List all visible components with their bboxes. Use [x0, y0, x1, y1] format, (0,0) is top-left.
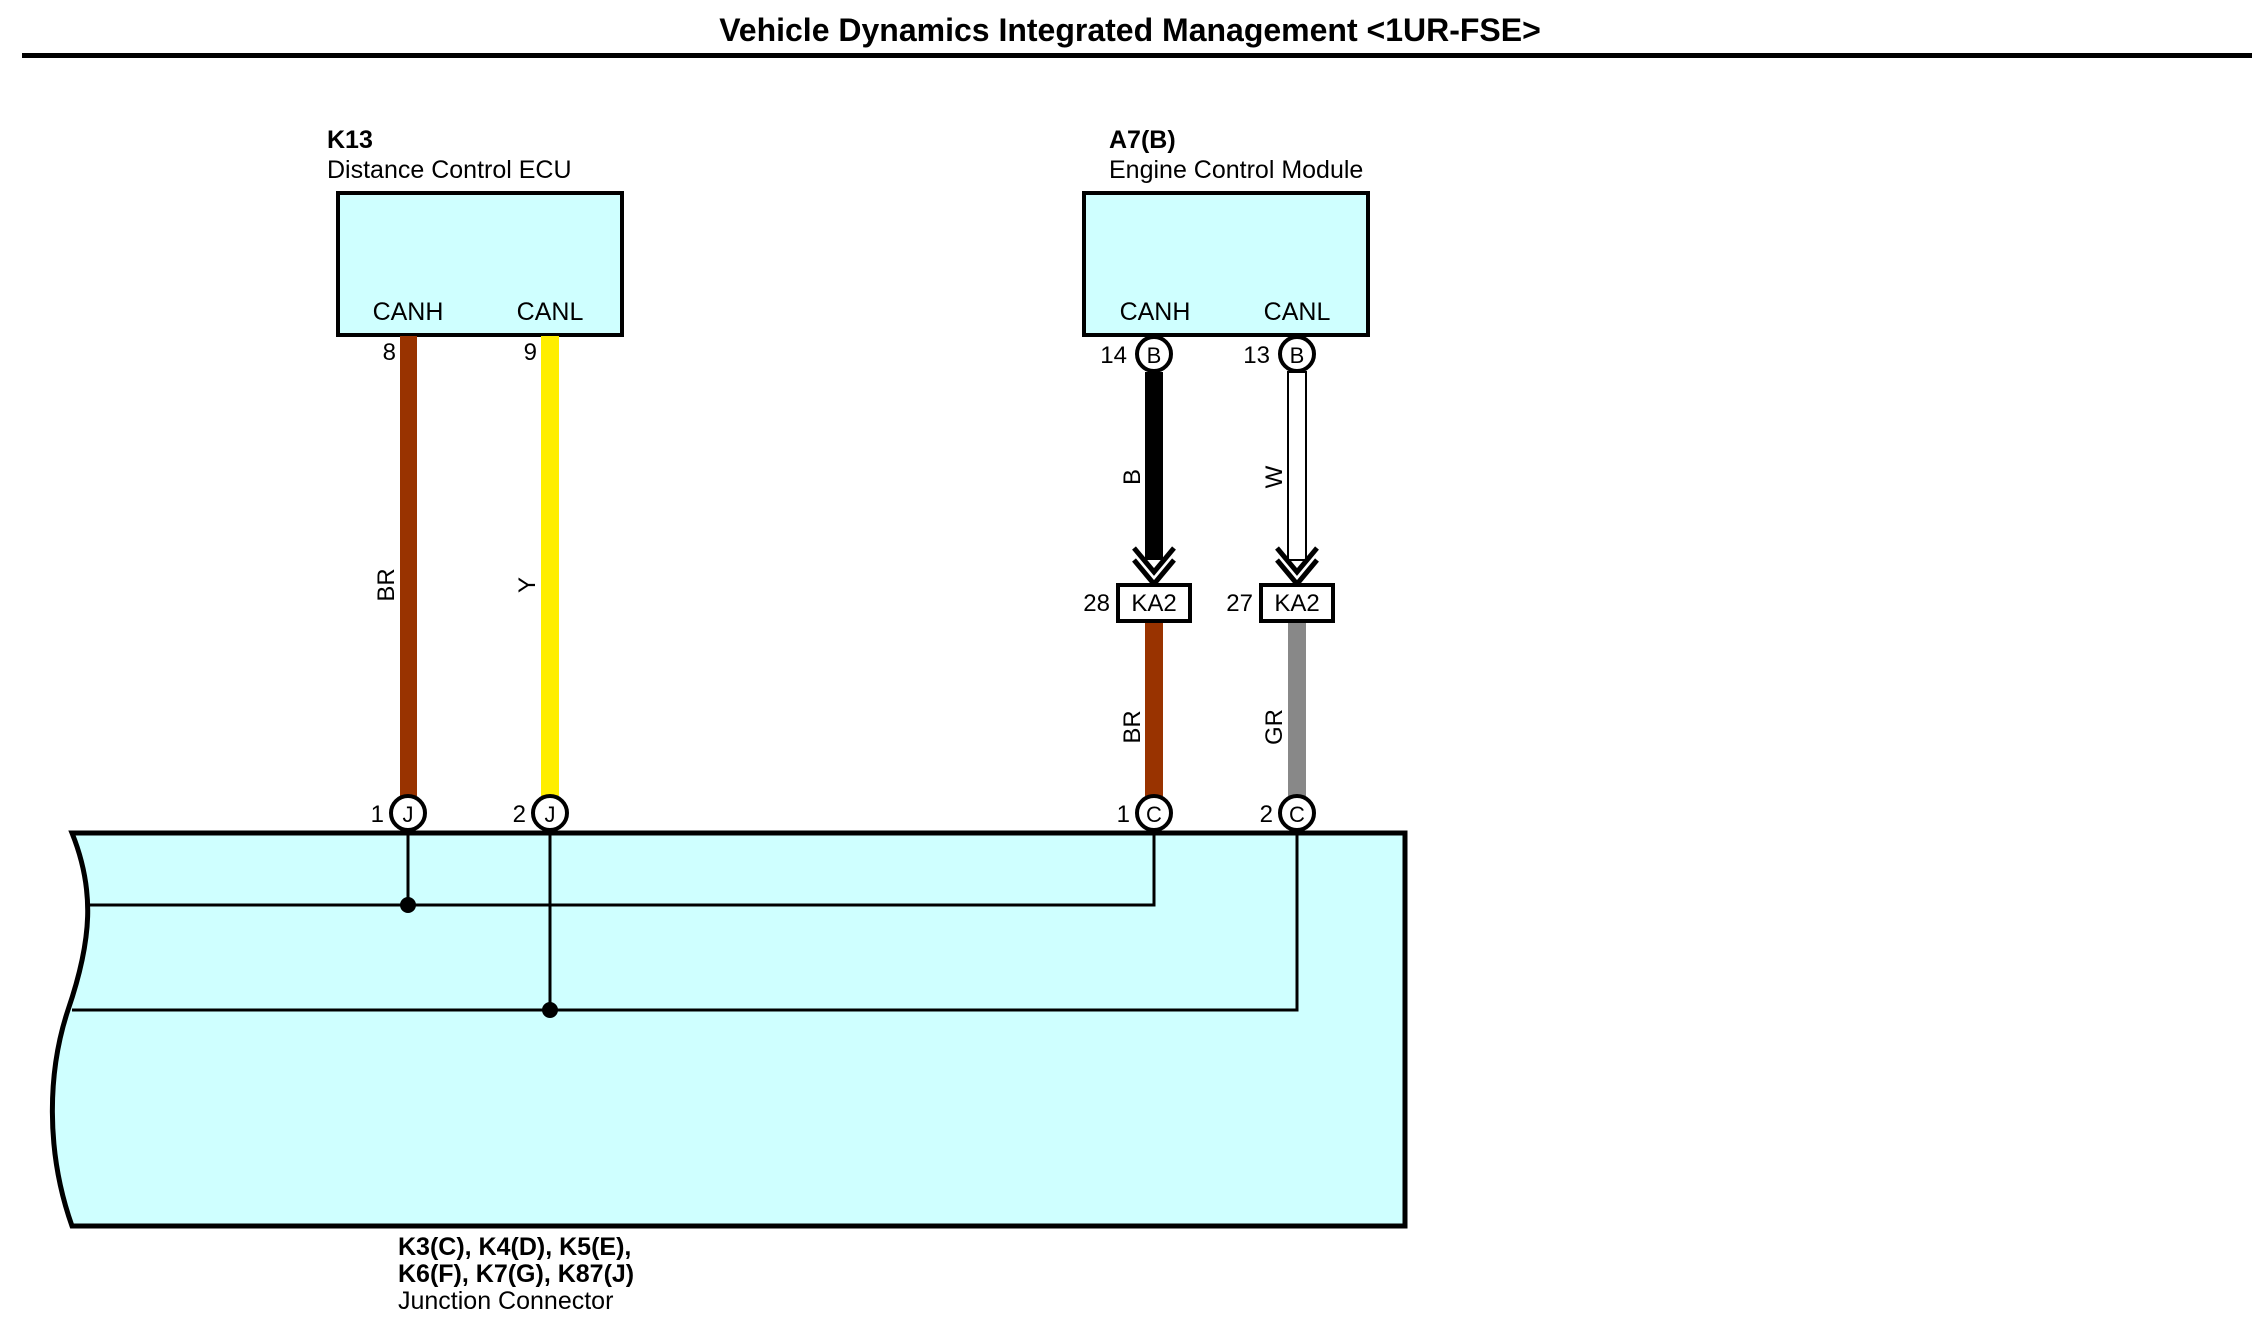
junction-codes-line2: K6(F), K7(G), K87(J) [398, 1260, 634, 1288]
k13-canl-color-code: Y [514, 577, 541, 593]
k13-body [336, 191, 624, 337]
a7-canl-junction-pin [1278, 794, 1316, 832]
wire-a7-canl: B 13 W KA2 27 GR C 2 [1226, 335, 1335, 832]
wire-a7-canh: B 14 B KA2 28 BR C 1 [1083, 335, 1192, 832]
a7-canl-lower-color-code: GR [1261, 709, 1288, 745]
a7-canl-junction-pin-number: 2 [1260, 801, 1273, 828]
a7-canl-junction-conn: C [1289, 802, 1305, 827]
a7-canh-ka2-label: KA2 [1131, 590, 1176, 617]
a7-canl-ka2-label: KA2 [1274, 590, 1319, 617]
k13-name: Distance Control ECU [327, 156, 572, 184]
wire-gr-segment [1288, 623, 1306, 796]
k13-canl-label: CANL [517, 298, 584, 326]
wire-y-segment [541, 336, 559, 796]
a7-canh-junction-conn: C [1146, 802, 1162, 827]
splice-point-canl [542, 1002, 558, 1018]
a7-canh-pin [1135, 335, 1173, 373]
a7-canl-ka2-pin-number: 27 [1226, 590, 1253, 617]
junction-name: Junction Connector [398, 1287, 613, 1315]
k13-canl-junction-pin [531, 794, 569, 832]
k13-canh-junction-pin [389, 794, 427, 832]
splice-point-canh [400, 897, 416, 913]
k13-canh-pin-number: 8 [383, 339, 396, 366]
wire-b-segment [1145, 372, 1163, 560]
a7-canl-pin-number: 13 [1243, 342, 1270, 369]
wire-w-segment [1287, 371, 1307, 561]
title-rule [22, 53, 2252, 58]
junction-codes-line1: K3(C), K4(D), K5(E), [398, 1233, 631, 1261]
a7-canl-arrow-icon [1275, 546, 1319, 576]
a7-canh-ka2-connector [1116, 583, 1192, 623]
a7-canh-label: CANH [1120, 298, 1191, 326]
k13-canh-color-code: BR [373, 568, 400, 601]
k13-canh-label: CANH [373, 298, 444, 326]
a7-canh-upper-color-code: B [1119, 469, 1146, 485]
a7-canl-ka2-connector [1259, 583, 1335, 623]
k13-canh-junction-conn: J [403, 802, 414, 827]
page-title: Vehicle Dynamics Integrated Management <… [719, 12, 1541, 48]
k13-component: K13 Distance Control ECU CANH CANL [327, 126, 624, 337]
k13-code: K13 [327, 126, 373, 154]
a7-canh-arrow-icon [1132, 546, 1176, 576]
a7-canl-label: CANL [1264, 298, 1331, 326]
a7-canh-junction-pin-number: 1 [1117, 801, 1130, 828]
wire-br-lower-segment [1145, 623, 1163, 796]
k13-canl-junction-pin-number: 2 [513, 801, 526, 828]
a7-code: A7(B) [1109, 126, 1176, 154]
a7-canh-junction-pin [1135, 794, 1173, 832]
a7-canl-upper-color-code: W [1261, 465, 1288, 488]
a7-canh-pin-number: 14 [1100, 342, 1127, 369]
a7-canh-lower-color-code: BR [1119, 710, 1146, 743]
wire-k13-canl: 9 Y J 2 [513, 336, 569, 832]
wire-k13-canh: 8 BR J 1 [371, 336, 427, 832]
k13-canh-junction-pin-number: 1 [371, 801, 384, 828]
k13-canl-pin-number: 9 [524, 339, 537, 366]
a7-body [1082, 191, 1370, 337]
a7-name: Engine Control Module [1109, 156, 1363, 184]
junction-connector-body [49, 830, 1408, 1229]
junction-internal-wiring [72, 830, 1299, 1018]
a7-canl-pin-conn: B [1290, 343, 1305, 368]
junction-caption: K3(C), K4(D), K5(E), K6(F), K7(G), K87(J… [398, 1233, 634, 1315]
a7-component: A7(B) Engine Control Module CANH CANL [1082, 126, 1370, 337]
wire-br-segment [400, 336, 417, 796]
a7-canh-ka2-pin-number: 28 [1083, 590, 1110, 617]
k13-canl-junction-conn: J [545, 802, 556, 827]
a7-canh-pin-conn: B [1147, 343, 1162, 368]
